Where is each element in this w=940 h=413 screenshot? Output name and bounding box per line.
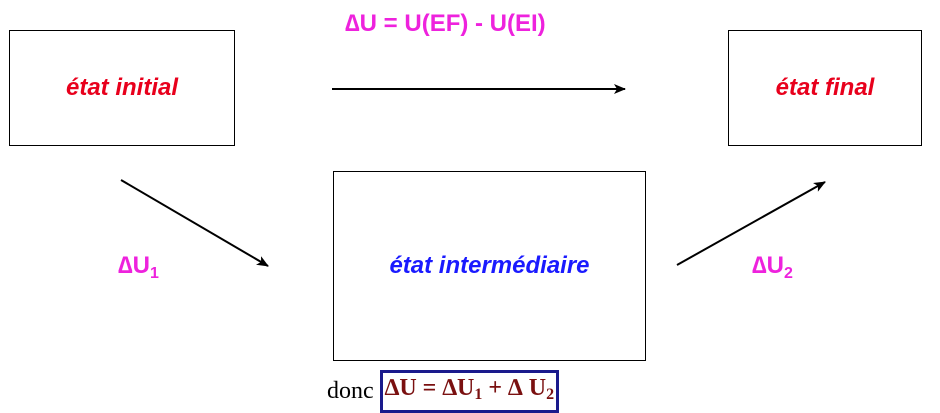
delta-u2-label: ∆U2 (752, 252, 793, 283)
initial-state-box: état initial (9, 30, 235, 146)
arrow-intermediate-to-final (676, 181, 826, 266)
conclusion-prefix: donc (327, 378, 374, 404)
delta-u1-label: ∆U1 (118, 252, 159, 283)
intermediate-state-box: état intermédiaire (333, 171, 646, 361)
arrow-initial-to-intermediate (120, 179, 269, 267)
initial-state-label: état initial (65, 74, 179, 101)
delta-u1-symbol: ∆U (118, 252, 151, 279)
result-index-2: 2 (546, 386, 555, 403)
final-state-label: état final (775, 74, 875, 101)
delta-u2-index: 2 (784, 265, 793, 282)
result-equation-box: ∆U = ∆U1 + ∆ U2 (379, 370, 560, 413)
intermediate-state-label: état intermédiaire (389, 252, 590, 279)
result-middle: + ∆ U (482, 375, 547, 401)
total-variation-label: ∆U = U(EF) - U(EI) (345, 10, 546, 37)
conclusion-line: donc ∆U = ∆U1 + ∆ U2 (327, 370, 560, 413)
final-state-box: état final (728, 30, 922, 146)
delta-u1-index: 1 (150, 265, 159, 282)
result-index-1: 1 (474, 386, 483, 403)
delta-u2-symbol: ∆U (752, 252, 785, 279)
result-lhs: ∆U = ∆U (384, 375, 475, 401)
